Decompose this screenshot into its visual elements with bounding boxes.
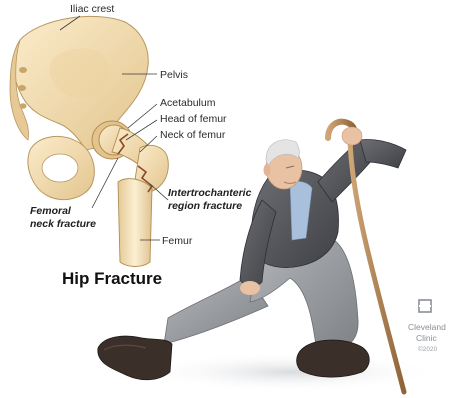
- label-femoral-neck-2: neck fracture: [30, 218, 96, 230]
- label-iliac-crest: Iliac crest: [70, 3, 114, 15]
- pelvis-bone: [10, 16, 148, 199]
- logo-name-line1: Cleveland: [408, 322, 446, 332]
- logo-name-line2: Clinic: [416, 333, 438, 343]
- logo-year: ©2020: [418, 345, 438, 353]
- label-femur: Femur: [162, 235, 193, 247]
- label-head-of-femur: Head of femur: [160, 113, 227, 125]
- label-pelvis: Pelvis: [160, 69, 188, 81]
- label-femoral-neck-1: Femoral: [30, 205, 72, 217]
- page-title: Hip Fracture: [62, 269, 162, 288]
- femur-bone: [99, 125, 168, 267]
- label-acetabulum: Acetabulum: [160, 97, 216, 109]
- label-intertrochanteric-1: Intertrochanteric: [168, 187, 252, 199]
- label-neck-of-femur: Neck of femur: [160, 129, 226, 141]
- label-intertrochanteric-2: region fracture: [168, 200, 242, 212]
- cleveland-clinic-logo-icon: [419, 300, 431, 312]
